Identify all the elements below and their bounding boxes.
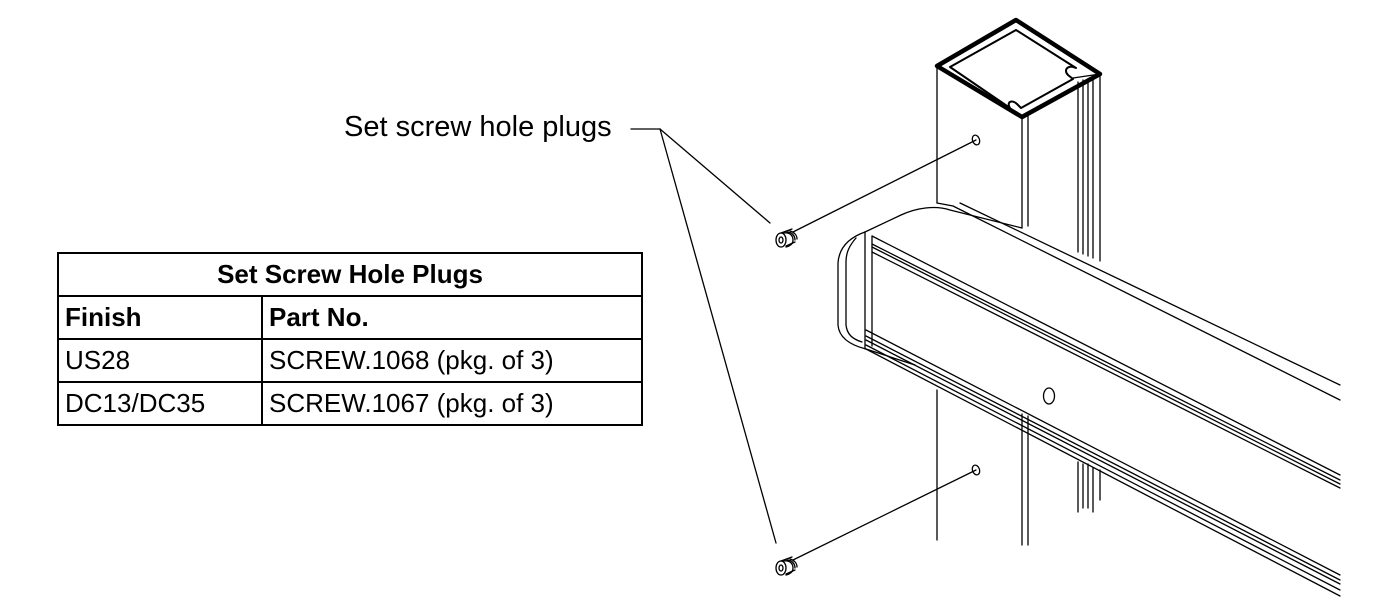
cell-finish: US28 xyxy=(57,338,263,383)
table-title: Set Screw Hole Plugs xyxy=(57,252,643,297)
upper-hole-plug xyxy=(775,228,798,248)
cell-part-no: SCREW.1067 (pkg. of 3) xyxy=(261,381,643,426)
post-inner-opening xyxy=(949,29,1077,109)
header-finish: Finish xyxy=(57,295,263,340)
table-header-row: Finish Part No. xyxy=(57,295,643,340)
crossbar-hole xyxy=(1042,387,1056,405)
table-row: DC13/DC35 SCREW.1067 (pkg. of 3) xyxy=(57,381,643,426)
parts-table: Set Screw Hole Plugs Finish Part No. US2… xyxy=(57,252,643,426)
crossbar-end-cap xyxy=(864,206,1023,233)
callout-leader-lines xyxy=(630,128,977,561)
table-row: US28 SCREW.1068 (pkg. of 3) xyxy=(57,338,643,383)
cell-finish: DC13/DC35 xyxy=(57,381,263,426)
crossbar xyxy=(837,202,1341,597)
vertical-post xyxy=(934,17,1103,546)
callout-label: Set screw hole plugs xyxy=(344,111,612,143)
header-part-no: Part No. xyxy=(261,295,643,340)
table-title-row: Set Screw Hole Plugs xyxy=(57,252,643,297)
cell-part-no: SCREW.1068 (pkg. of 3) xyxy=(261,338,643,383)
lower-hole-plug xyxy=(775,556,798,576)
